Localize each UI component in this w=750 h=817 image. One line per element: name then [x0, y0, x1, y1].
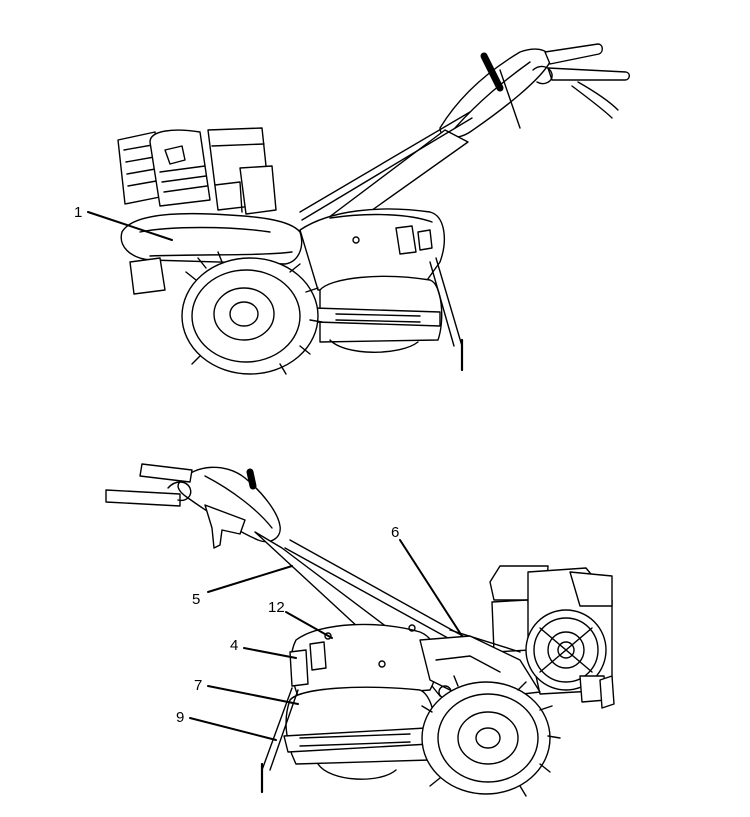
callout-labels: 1 5 6 12 4 7 9 [74, 204, 399, 726]
leader-lines [87, 211, 463, 741]
callout-7: 7 [194, 677, 202, 694]
tine-hood-lower [260, 623, 439, 794]
fender-shield [120, 212, 303, 295]
wheel [181, 251, 323, 375]
callout-1: 1 [74, 204, 82, 221]
leader-5 [207, 565, 293, 593]
leader-7 [207, 685, 299, 705]
leader-9 [189, 717, 277, 741]
leader-1 [87, 211, 173, 241]
leader-6 [399, 539, 463, 637]
wheel-lower [421, 675, 561, 797]
engine [117, 127, 277, 215]
callout-9: 9 [176, 709, 184, 726]
leader-12 [285, 611, 333, 639]
tiller-right-side-view [105, 463, 615, 797]
leader-4 [243, 647, 297, 659]
callout-6: 6 [391, 524, 399, 541]
callout-12: 12 [268, 599, 285, 616]
handlebar-lower [105, 463, 281, 549]
engine-lower [439, 565, 615, 709]
tiller-left-side-view [117, 43, 630, 375]
tine-hood [299, 208, 464, 372]
handlebar-upper [439, 43, 630, 139]
callout-4: 4 [230, 637, 238, 654]
callout-5: 5 [192, 591, 200, 608]
